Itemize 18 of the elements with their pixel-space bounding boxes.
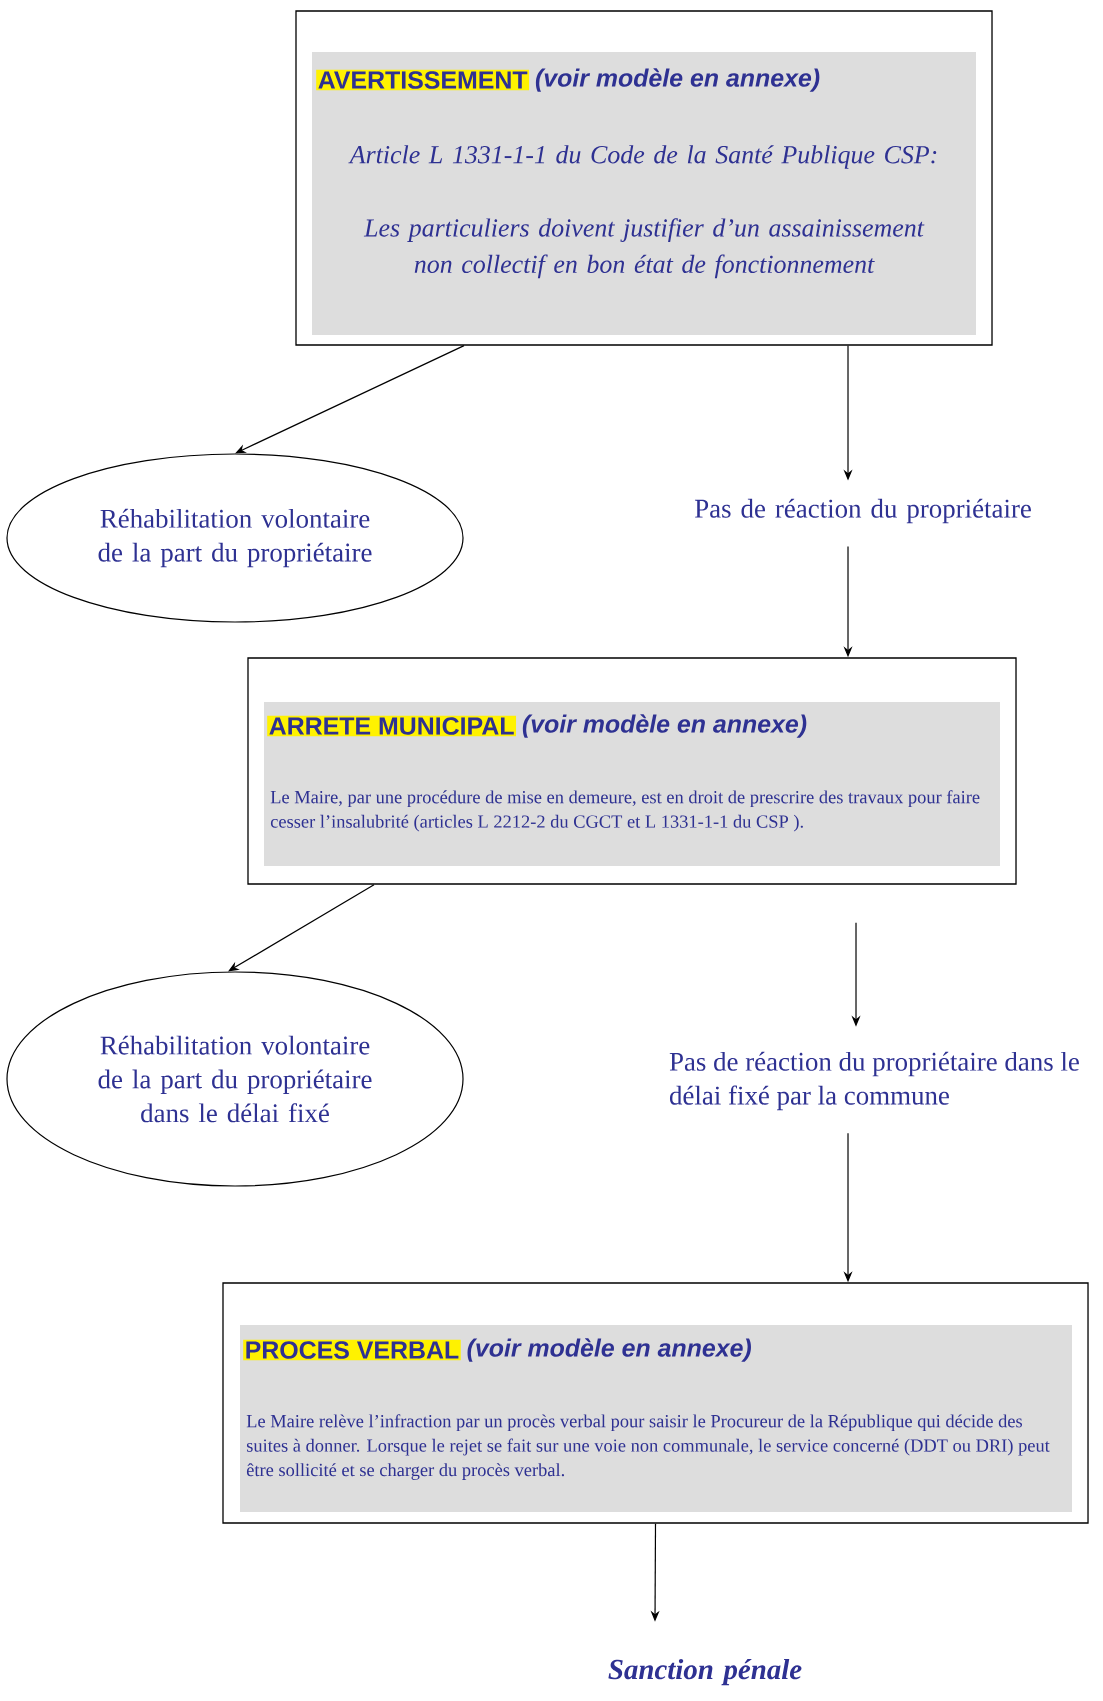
body-text: Le Maire relève l’infraction par un procès verbal pour saisir le Procureur de la République qui décide des suites à donner. Lorsque le rejet se fait sur une voie non communale, le service concerné (DDT ou DRI) peut être sollicité et se charger du procès verbal. — [246, 1414, 1050, 1480]
annex-reference: (voir modèle en annexe) — [467, 1338, 751, 1362]
step-label: Pas de réaction du propriétaire dans le délai fixé par la commune — [669, 1051, 1079, 1111]
body-text: Le Maire, par une procédure de mise en demeure, est en droit de prescrire des travaux pour faire cesser l’insalubrité (articles L 2212-2 du CGCT et L 1331-1-1 du CSP ). — [270, 790, 980, 832]
notice-box — [247, 657, 1017, 885]
highlighted-heading: ARRETE MUNICIPAL — [267, 715, 517, 737]
annex-reference: (voir modèle en annexe) — [535, 68, 820, 92]
arrow — [228, 884, 375, 972]
outcome-label: Sanction pénale — [608, 1658, 802, 1686]
arrow — [235, 345, 465, 454]
body-text: Article L 1331-1-1 du Code de la Santé Publique CSP: — [348, 145, 937, 169]
body-text: Les particuliers doivent justifier d’un assainissement non collectif en bon état de fonctionnement — [363, 218, 925, 279]
annex-reference: (voir modèle en annexe) — [522, 714, 807, 738]
highlighted-heading: PROCES VERBAL — [243, 1339, 461, 1361]
highlighted-heading: AVERTISSEMENT — [316, 69, 530, 91]
notice-box — [222, 1282, 1089, 1524]
notice-box — [295, 10, 993, 346]
step-label: Pas de réaction du propriétaire — [695, 498, 1031, 524]
